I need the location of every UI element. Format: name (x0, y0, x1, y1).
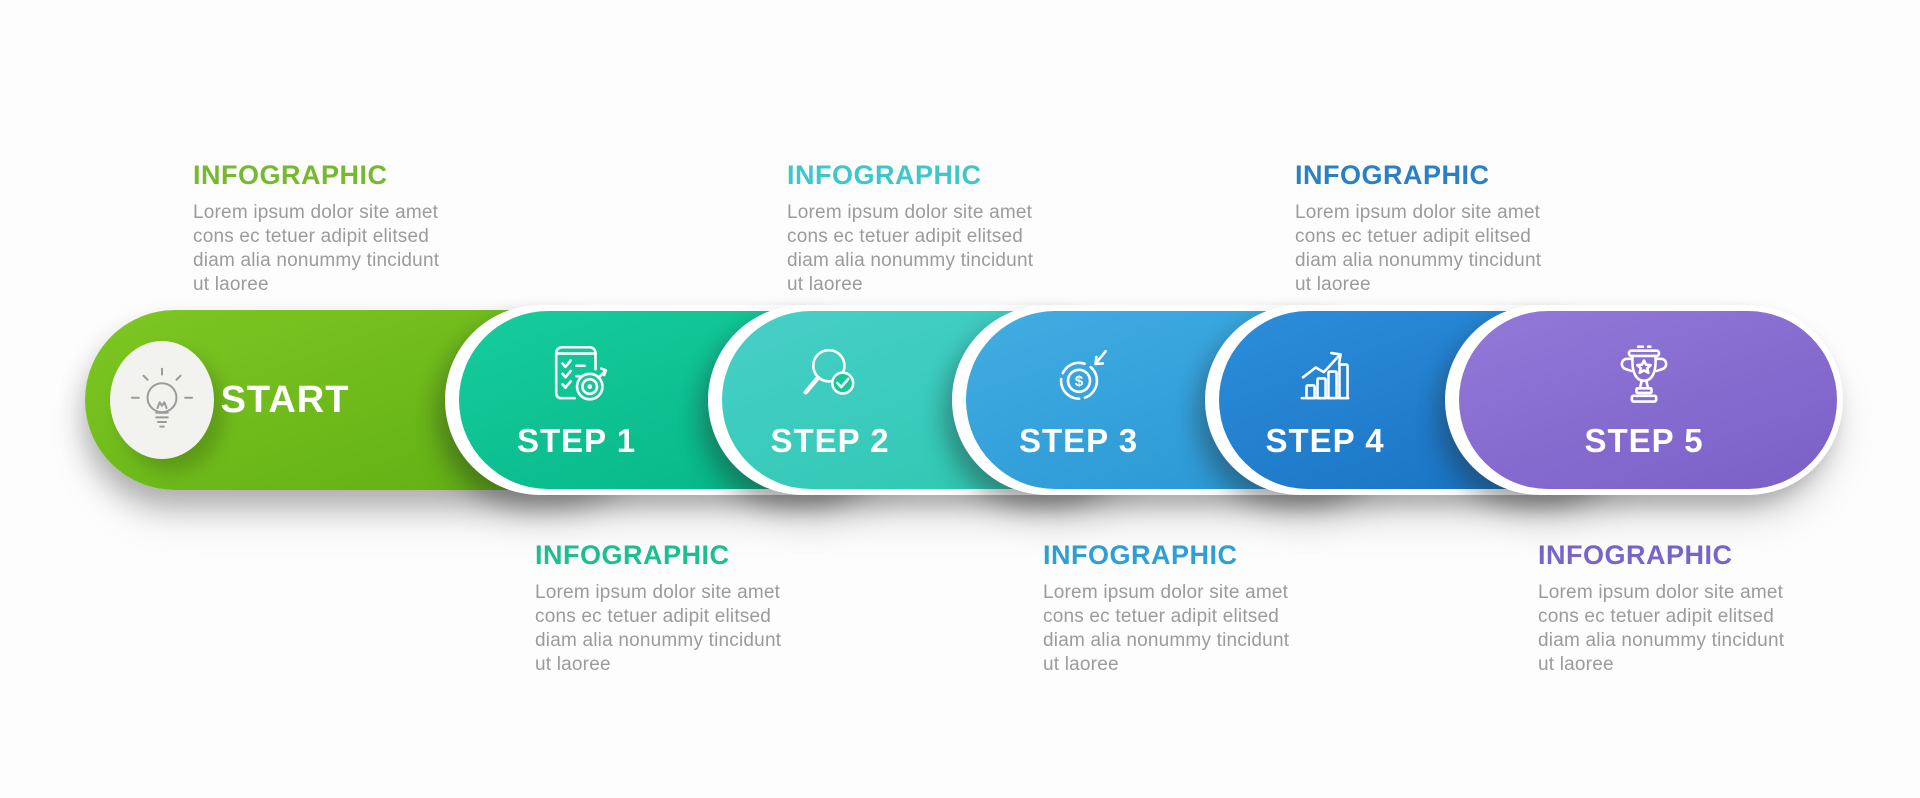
block-body-line: Lorem ipsum dolor site amet (1295, 202, 1541, 223)
text-block-top-3: INFOGRAPHIC Lorem ipsum dolor site amet … (1295, 160, 1545, 297)
step-5-label: STEP 5 (1584, 422, 1704, 459)
block-body-line: diam alia nonummy tincidunt (193, 250, 440, 271)
step-2-label: STEP 2 (770, 422, 890, 459)
step-4-label: STEP 4 (1265, 422, 1385, 459)
block-body-line: cons ec tetuer adipit elitsed (1043, 606, 1280, 627)
block-body-line: cons ec tetuer adipit elitsed (535, 606, 772, 627)
text-block-top-2: INFOGRAPHIC Lorem ipsum dolor site amet … (787, 160, 1037, 297)
block-body-line: cons ec tetuer adipit elitsed (1295, 226, 1532, 247)
block-heading: INFOGRAPHIC (1295, 160, 1490, 190)
svg-text:$: $ (1074, 373, 1083, 390)
block-heading: INFOGRAPHIC (193, 160, 388, 190)
block-heading: INFOGRAPHIC (535, 540, 730, 570)
block-body-line: cons ec tetuer adipit elitsed (193, 226, 430, 247)
block-body-line: Lorem ipsum dolor site amet (1538, 582, 1784, 603)
text-block-bottom-1: INFOGRAPHIC Lorem ipsum dolor site amet … (535, 540, 785, 677)
block-body-line: Lorem ipsum dolor site amet (535, 582, 781, 603)
start-label: START (220, 378, 350, 421)
lightbulb-icon (125, 363, 199, 437)
block-body-line: ut laoree (1043, 654, 1119, 675)
block-body-line: ut laoree (787, 274, 863, 295)
block-body-line: diam alia nonummy tincidunt (1295, 250, 1542, 271)
bar-chart-growth-icon (1288, 338, 1362, 412)
step-5-pill (1459, 311, 1837, 489)
trophy-icon (1607, 338, 1681, 412)
segment-step-5: STEP 5 (1445, 305, 1843, 495)
block-body-line: cons ec tetuer adipit elitsed (1538, 606, 1775, 627)
block-body-line: ut laoree (1538, 654, 1614, 675)
text-block-bottom-3: INFOGRAPHIC Lorem ipsum dolor site amet … (1538, 540, 1788, 677)
block-heading: INFOGRAPHIC (787, 160, 982, 190)
block-body-line: diam alia nonummy tincidunt (1043, 630, 1290, 651)
block-body-line: Lorem ipsum dolor site amet (1043, 582, 1289, 603)
step-3-label: STEP 3 (1018, 422, 1139, 459)
block-body-line: cons ec tetuer adipit elitsed (787, 226, 1024, 247)
block-heading: INFOGRAPHIC (1043, 540, 1238, 570)
block-body-line: diam alia nonummy tincidunt (535, 630, 782, 651)
start-icon-circle (110, 341, 214, 459)
block-body-line: diam alia nonummy tincidunt (787, 250, 1034, 271)
text-block-top-1: INFOGRAPHIC Lorem ipsum dolor site amet … (193, 160, 443, 297)
text-block-bottom-2: INFOGRAPHIC Lorem ipsum dolor site amet … (1043, 540, 1293, 677)
block-body-line: ut laoree (1295, 274, 1371, 295)
block-heading: INFOGRAPHIC (1538, 540, 1733, 570)
magnifier-check-icon (793, 338, 867, 412)
step-1-label: STEP 1 (516, 422, 637, 459)
block-body-line: diam alia nonummy tincidunt (1538, 630, 1785, 651)
block-body-line: Lorem ipsum dolor site amet (787, 202, 1033, 223)
block-body-line: Lorem ipsum dolor site amet (193, 202, 439, 223)
block-body-line: ut laoree (535, 654, 611, 675)
checklist-target-icon (540, 338, 614, 412)
block-body-line: ut laoree (193, 274, 269, 295)
donut-dollar-icon: $ (1042, 338, 1116, 412)
